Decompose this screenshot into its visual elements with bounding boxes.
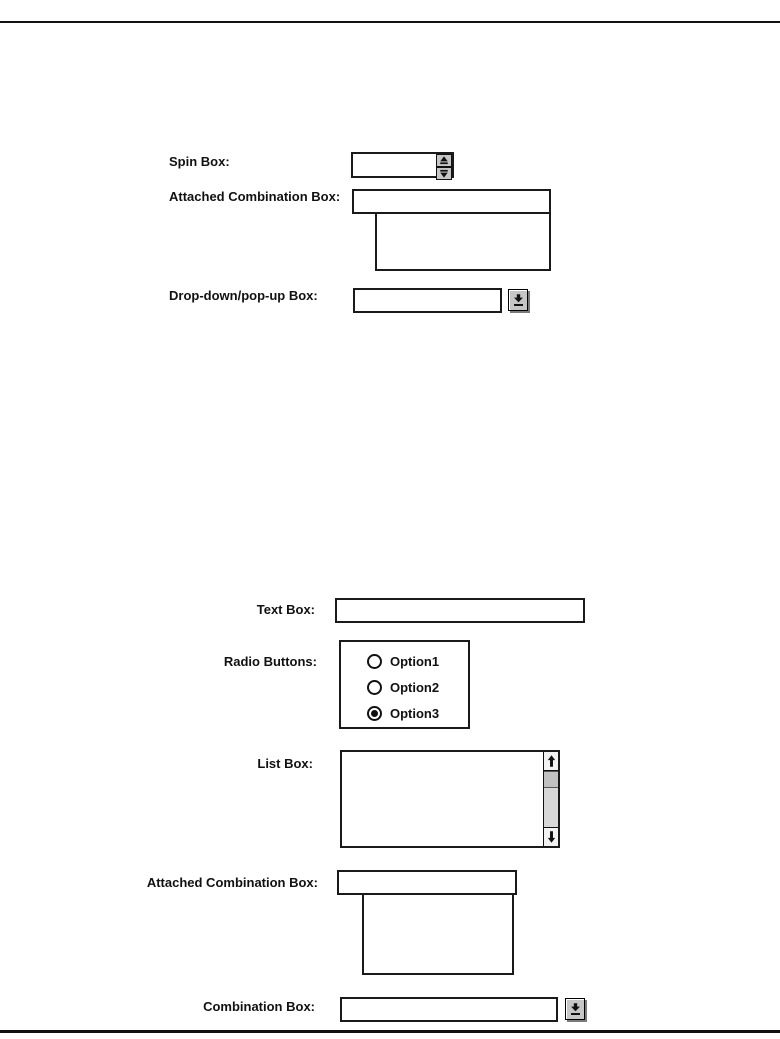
radio-option-3-label: Option3: [390, 706, 440, 721]
scroll-down-arrow-icon: [547, 831, 555, 843]
radio-buttons-label: Radio Buttons:: [223, 654, 317, 669]
radio-circle-icon: [367, 654, 382, 669]
spin-box-input[interactable]: [353, 154, 436, 176]
attached-combo-top-list[interactable]: [375, 212, 551, 271]
radio-circle-icon: [367, 706, 382, 721]
top-rule: [0, 21, 780, 23]
radio-option-1-label: Option1: [390, 654, 440, 669]
attached-combo-top-input[interactable]: [352, 189, 551, 214]
scrollbar-thumb[interactable]: [544, 771, 558, 788]
combination-box-label: Combination Box:: [203, 999, 315, 1014]
spin-down-arrow-icon: [440, 169, 448, 178]
radio-circle-icon: [367, 680, 382, 695]
radio-option-3[interactable]: Option3: [367, 705, 468, 722]
attached-combo-bottom-label: Attached Combination Box:: [146, 875, 318, 890]
list-box-label: List Box:: [257, 756, 313, 771]
radio-option-2-label: Option2: [390, 680, 440, 695]
list-box-scrollbar[interactable]: [543, 752, 558, 846]
combination-box-button[interactable]: [565, 998, 585, 1020]
scroll-down-button[interactable]: [544, 827, 558, 846]
scroll-up-arrow-icon: [547, 755, 555, 767]
spin-box: [351, 152, 454, 180]
text-box-input[interactable]: [335, 598, 585, 623]
spin-buttons: [436, 154, 452, 180]
radio-option-1[interactable]: Option1: [367, 653, 468, 670]
bottom-rule: [0, 1030, 780, 1033]
radio-option-2[interactable]: Option2: [367, 679, 468, 696]
radio-group: Option1 Option2 Option3: [339, 640, 470, 729]
attached-combo-top-label: Attached Combination Box:: [169, 189, 341, 204]
spin-up-button[interactable]: [436, 154, 452, 167]
drop-down-arrow-icon: [570, 1003, 580, 1015]
attached-combo-bottom-input[interactable]: [337, 870, 517, 895]
scroll-up-button[interactable]: [544, 752, 558, 771]
drop-down-arrow-icon: [513, 294, 523, 306]
attached-combo-bottom-list[interactable]: [362, 893, 514, 975]
spin-up-arrow-icon: [440, 156, 448, 165]
spin-box-label: Spin Box:: [169, 154, 230, 169]
combination-box-input[interactable]: [340, 997, 558, 1022]
spin-down-button[interactable]: [436, 167, 452, 180]
text-box-label: Text Box:: [256, 602, 315, 617]
list-box[interactable]: [340, 750, 560, 848]
dropdown-box-input[interactable]: [353, 288, 502, 313]
dropdown-box-label: Drop-down/pop-up Box:: [169, 288, 318, 303]
dropdown-box-button[interactable]: [508, 289, 528, 311]
